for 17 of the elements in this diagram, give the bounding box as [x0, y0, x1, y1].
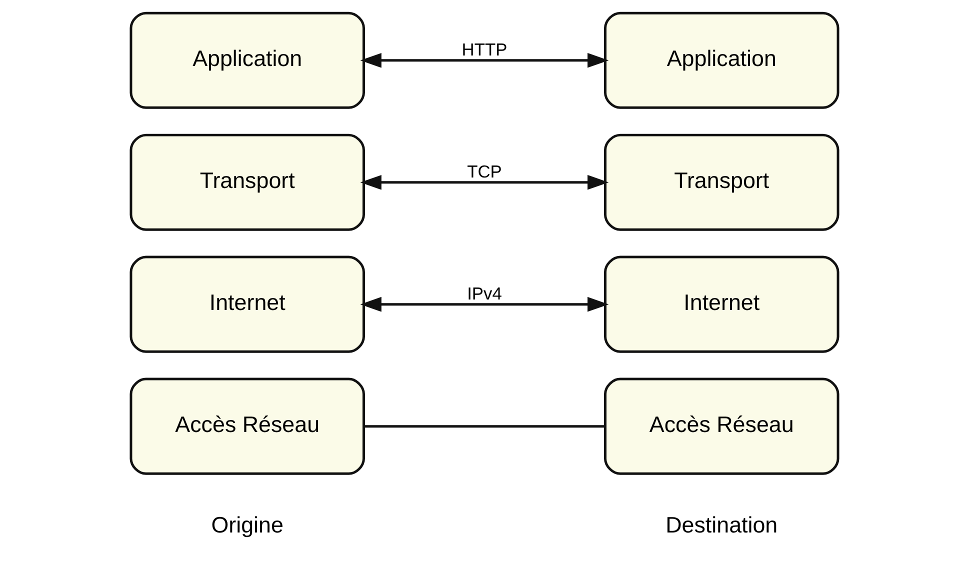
label: Destination [666, 512, 778, 538]
node-box: Transport [604, 134, 840, 231]
edge-label: IPv4 [467, 284, 502, 304]
node-box: Application [604, 12, 840, 109]
node-box: Application [130, 12, 365, 109]
arrow [360, 52, 609, 68]
node-box: Accès Réseau [604, 378, 840, 475]
edge-label: HTTP [462, 40, 508, 60]
edge-label: TCP [467, 162, 502, 182]
node-box: Internet [604, 256, 840, 353]
arrow [360, 296, 609, 312]
node-box: Accès Réseau [130, 378, 365, 475]
node-box: Transport [130, 134, 365, 231]
arrow [360, 174, 609, 190]
label: Origine [211, 512, 284, 538]
connector [364, 425, 605, 428]
node-box: Internet [130, 256, 365, 353]
